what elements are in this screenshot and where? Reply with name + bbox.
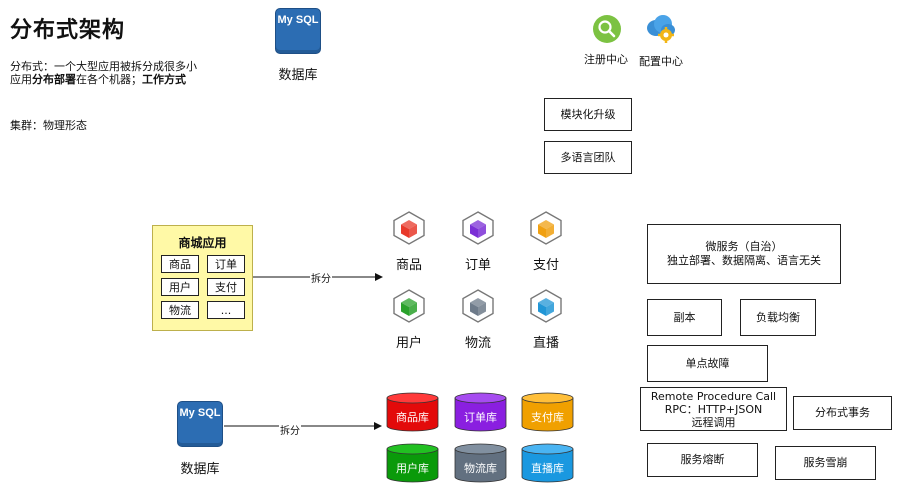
description-part2: 在各个机器； bbox=[76, 73, 142, 86]
description-bold1: 分布部署 bbox=[32, 73, 76, 86]
service-cube-icon bbox=[461, 211, 495, 249]
search-icon bbox=[592, 14, 622, 48]
service-label: 商品 bbox=[395, 258, 422, 273]
service-cube-icon bbox=[392, 211, 426, 249]
distributed-transaction-text: 分布式事务 bbox=[815, 406, 870, 419]
cluster-note: 集群：物理形态 bbox=[10, 119, 87, 132]
rpc-line1: Remote Procedure Call bbox=[650, 389, 777, 403]
description-bold2: 工作方式 bbox=[142, 73, 186, 86]
description-part1: 分布式：一个大型应用被拆分成很多小应用 bbox=[10, 60, 197, 86]
registry-center-label: 注册中心 bbox=[584, 53, 628, 66]
replica-box: 副本 bbox=[647, 299, 722, 336]
multi-language-text: 多语言团队 bbox=[560, 150, 616, 164]
single-point-box: 单点故障 bbox=[647, 345, 768, 382]
database-cylinder: 商品库 bbox=[386, 392, 439, 432]
database-label: 直播库 bbox=[531, 462, 564, 475]
mysql-icon: My SQL bbox=[177, 401, 223, 447]
bottom-database-label: 数据库 bbox=[180, 462, 220, 477]
single-point-text: 单点故障 bbox=[685, 356, 730, 370]
split-label-bottom: 拆分 bbox=[279, 422, 301, 437]
service-label: 物流 bbox=[464, 336, 491, 351]
mall-title: 商城应用 bbox=[178, 236, 227, 250]
database-label: 物流库 bbox=[464, 462, 497, 475]
description: 分布式：一个大型应用被拆分成很多小应用分布部署在各个机器；工作方式 bbox=[10, 60, 200, 86]
modular-upgrade-text: 模块化升级 bbox=[560, 107, 616, 121]
mysql-icon: My SQL bbox=[275, 8, 321, 54]
avalanche-box: 服务雪崩 bbox=[775, 446, 876, 480]
service-cube-icon bbox=[461, 289, 495, 327]
mall-cell: 物流 bbox=[161, 301, 199, 319]
service-label: 用户 bbox=[395, 336, 422, 351]
distributed-transaction-box: 分布式事务 bbox=[793, 396, 892, 430]
database-label: 商品库 bbox=[396, 411, 429, 424]
config-center-label: 配置中心 bbox=[639, 55, 683, 68]
service-cube-icon bbox=[529, 211, 563, 249]
load-balance-text: 负载均衡 bbox=[756, 310, 800, 324]
database-label: 支付库 bbox=[531, 411, 564, 424]
database-cylinder: 直播库 bbox=[521, 443, 574, 483]
database-label: 用户库 bbox=[396, 462, 429, 475]
replica-text: 副本 bbox=[673, 310, 696, 324]
microservice-line2: 独立部署、数据隔离、语言无关 bbox=[667, 254, 821, 267]
service-label: 支付 bbox=[532, 258, 559, 273]
mall-cell: 支付 bbox=[207, 278, 245, 296]
mall-cell: 商品 bbox=[161, 255, 199, 273]
split-label-top: 拆分 bbox=[310, 270, 332, 285]
service-cube-icon bbox=[392, 289, 426, 327]
load-balance-box: 负载均衡 bbox=[740, 299, 816, 336]
mall-cell: ... bbox=[207, 301, 245, 319]
mysql-logo-text: My SQL bbox=[179, 407, 221, 419]
service-label: 订单 bbox=[464, 258, 491, 273]
page-title: 分布式架构 bbox=[10, 18, 126, 43]
database-cylinder: 物流库 bbox=[454, 443, 507, 483]
database-cylinder: 订单库 bbox=[454, 392, 507, 432]
modular-upgrade-box: 模块化升级 bbox=[544, 98, 632, 131]
mall-application: 商城应用 商品 订单 用户 支付 物流 ... bbox=[152, 225, 253, 331]
rpc-box: Remote Procedure Call RPC：HTTP+JSON 远程调用 bbox=[640, 387, 787, 431]
top-database-label: 数据库 bbox=[278, 68, 318, 83]
circuit-breaker-box: 服务熔断 bbox=[647, 443, 758, 477]
database-cylinder: 用户库 bbox=[386, 443, 439, 483]
service-label: 直播 bbox=[532, 336, 559, 351]
database-label: 订单库 bbox=[464, 411, 497, 424]
rpc-line2: RPC：HTTP+JSON bbox=[664, 402, 763, 416]
mall-cell: 用户 bbox=[161, 278, 199, 296]
mall-cell: 订单 bbox=[207, 255, 245, 273]
circuit-breaker-text: 服务熔断 bbox=[680, 453, 725, 466]
service-cube-icon bbox=[529, 289, 563, 327]
multi-language-box: 多语言团队 bbox=[544, 141, 632, 174]
microservice-line1: 微服务（自治） bbox=[705, 240, 783, 253]
cloud-gear-icon bbox=[644, 13, 678, 49]
microservice-box: 微服务（自治） 独立部署、数据隔离、语言无关 bbox=[647, 224, 841, 284]
database-cylinder: 支付库 bbox=[521, 392, 574, 432]
rpc-line3: 远程调用 bbox=[691, 415, 736, 429]
mysql-logo-text: My SQL bbox=[277, 14, 319, 26]
avalanche-text: 服务雪崩 bbox=[803, 456, 848, 469]
